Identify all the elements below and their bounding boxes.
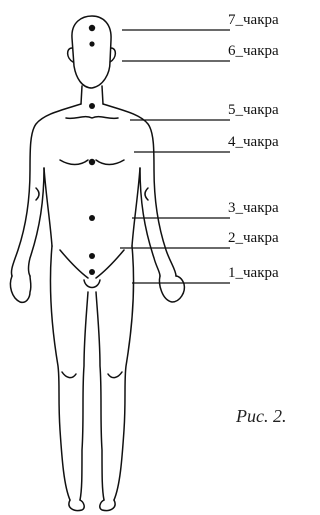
- chakra-4-label: 4_чакра: [228, 134, 279, 150]
- right-flank: [132, 168, 140, 246]
- right-leg-inner: [96, 292, 104, 500]
- right-leg-outer: [114, 246, 134, 500]
- left-leg-outer: [50, 246, 70, 500]
- torso-right: [103, 104, 176, 276]
- chakra-1-label: 1_чакра: [228, 265, 279, 281]
- chakra-1-point: [89, 269, 95, 275]
- chakra-6-point: [89, 41, 94, 46]
- chakra-3-point: [89, 215, 95, 221]
- left-knee: [62, 372, 76, 378]
- left-flank: [44, 168, 52, 246]
- right-hand: [160, 276, 185, 302]
- chakra-6-label: 6_чакра: [228, 43, 279, 59]
- chakra-2-point: [89, 253, 95, 259]
- right-elbow: [145, 188, 148, 200]
- figure-caption: Рис. 2.: [236, 406, 286, 427]
- chakra-5-point: [89, 103, 95, 109]
- chakra-7-label: 7_чакра: [228, 12, 279, 28]
- left-leg-inner: [80, 292, 88, 500]
- right-knee: [108, 372, 122, 378]
- left-hand: [10, 276, 30, 302]
- pelvis-right: [96, 250, 124, 278]
- chakra-2-label: 2_чакра: [228, 230, 279, 246]
- left-inner-arm: [29, 168, 45, 276]
- collarbones: [66, 117, 118, 119]
- groin: [84, 280, 100, 288]
- right-inner-arm: [140, 168, 160, 276]
- chakra-points: [89, 25, 95, 275]
- chakra-3-label: 3_чакра: [228, 200, 279, 216]
- left-elbow: [36, 188, 39, 200]
- chakra-4-point: [89, 159, 95, 165]
- pelvis-left: [60, 250, 88, 278]
- leader-lines: [120, 30, 230, 283]
- left-foot: [69, 500, 84, 511]
- right-foot: [100, 500, 115, 511]
- chakra-5-label: 5_чакра: [228, 102, 279, 118]
- body-outline: [10, 16, 184, 511]
- chakra-7-point: [89, 25, 95, 31]
